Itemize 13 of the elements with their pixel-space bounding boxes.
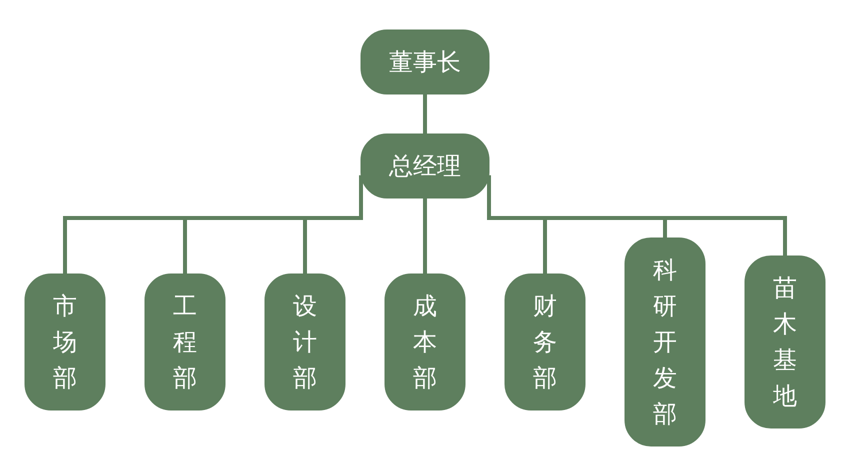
- node-box: 设计部: [264, 273, 346, 410]
- node-box: 苗木基地: [744, 255, 826, 428]
- node-box: 财务部: [504, 273, 586, 410]
- connector: [63, 174, 363, 276]
- node-box: 科研开发部: [624, 237, 706, 446]
- node-box: 市场部: [24, 273, 106, 410]
- connector: [423, 94, 427, 136]
- node-box: 成本部: [384, 273, 466, 410]
- node-box: 工程部: [144, 273, 226, 410]
- node-box: 总经理: [360, 133, 490, 198]
- connector: [487, 174, 787, 258]
- node-box: 董事长: [360, 29, 490, 94]
- connector: [423, 198, 427, 276]
